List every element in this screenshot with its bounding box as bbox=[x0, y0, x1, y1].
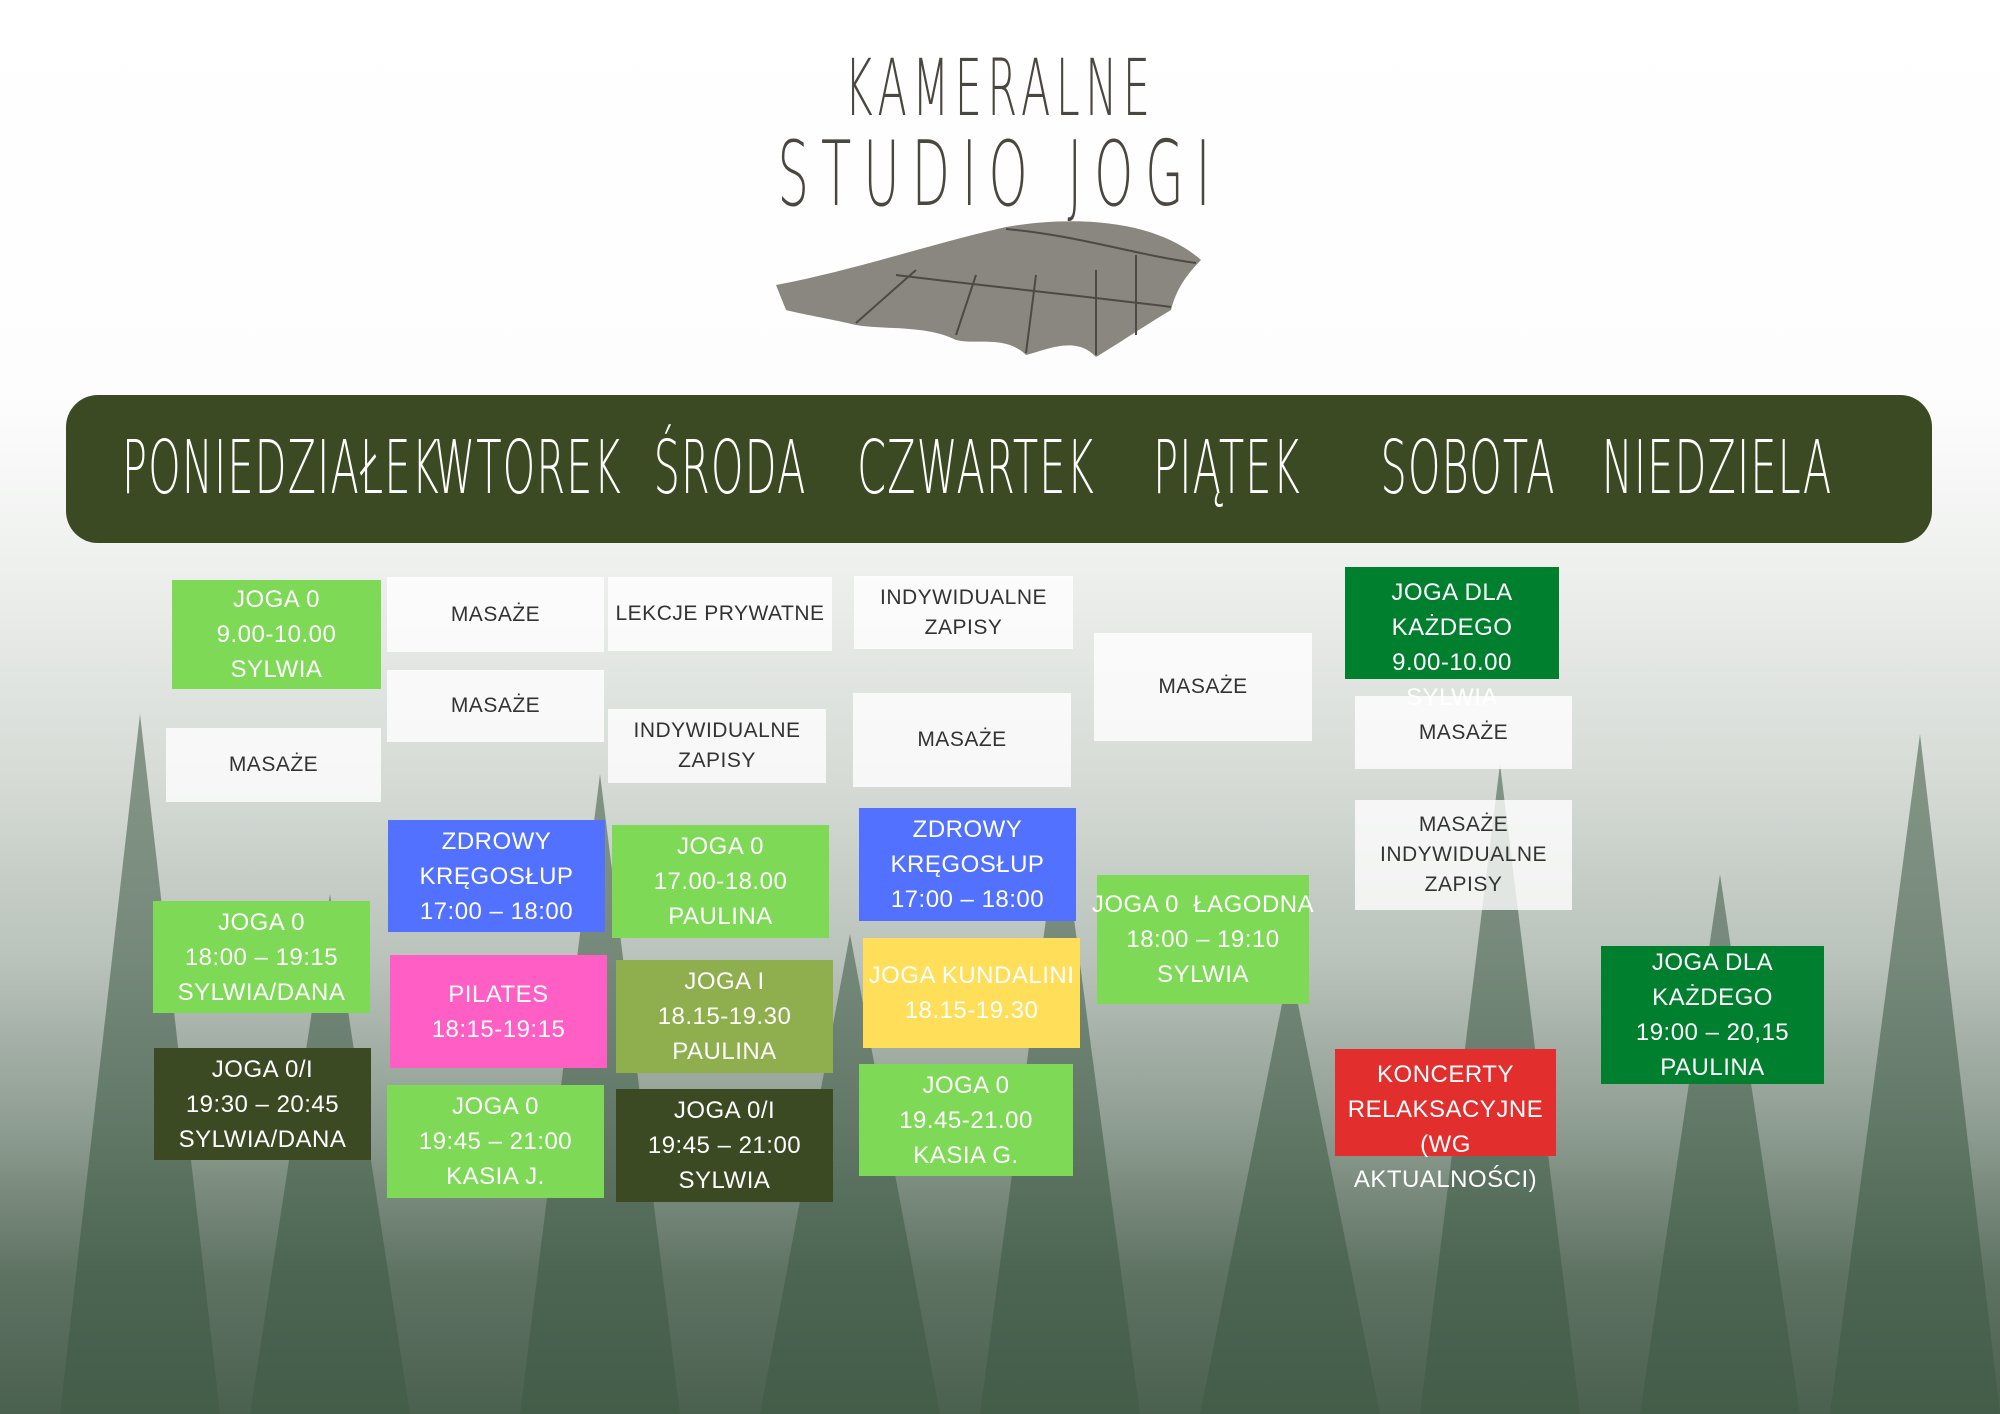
class-block: JOGA 0 9.00-10.00 SYLWIA bbox=[172, 580, 381, 689]
logo-title-line1: KAMERALNE bbox=[844, 44, 1156, 134]
class-block: MASAŻE bbox=[1094, 633, 1312, 741]
class-block: MASAŻE INDYWIDUALNE ZAPISY bbox=[1355, 800, 1572, 910]
class-block: MASAŻE bbox=[853, 693, 1071, 787]
day-tuesday: WTOREK bbox=[434, 425, 622, 511]
class-block: ZDROWY KRĘGOSŁUP 17:00 – 18:00 bbox=[859, 808, 1076, 921]
day-monday: PONIEDZIAŁEK bbox=[122, 425, 440, 511]
class-block: MASAŻE bbox=[387, 670, 604, 742]
day-sunday: NIEDZIELA bbox=[1601, 425, 1833, 511]
class-block: ZDROWY KRĘGOSŁUP 17:00 – 18:00 bbox=[388, 820, 605, 932]
class-block: JOGA I 18.15-19.30 PAULINA bbox=[616, 960, 833, 1073]
class-block: JOGA 0/I 19:30 – 20:45 SYLWIA/DANA bbox=[154, 1048, 371, 1160]
wing-logo-icon bbox=[776, 221, 1201, 357]
class-block: JOGA 0 18:00 – 19:15 SYLWIA/DANA bbox=[153, 901, 370, 1013]
class-block: JOGA DLA KAŻDEGO 9.00-10.00 SYLWIA bbox=[1345, 567, 1559, 711]
logo-title-line2: STUDIO JOGI bbox=[777, 122, 1223, 227]
class-block: INDYWIDUALNE ZAPISY bbox=[608, 709, 826, 783]
class-block: MASAŻE bbox=[387, 577, 604, 652]
weekday-header-bar bbox=[66, 395, 1932, 543]
class-block: JOGA 0 19.45-21.00 KASIA G. bbox=[859, 1064, 1073, 1176]
class-block: KONCERTY RELAKSACYJNE (WG AKTUALNOŚCI) bbox=[1335, 1049, 1556, 1193]
class-block: MASAŻE bbox=[166, 728, 381, 802]
day-saturday: SOBOTA bbox=[1380, 425, 1556, 511]
class-block: LEKCJE PRYWATNE bbox=[608, 577, 832, 651]
class-block: JOGA 0 19:45 – 21:00 KASIA J. bbox=[387, 1085, 604, 1198]
class-block: PILATES 18:15-19:15 bbox=[390, 955, 607, 1068]
day-friday: PIĄTEK bbox=[1153, 425, 1301, 511]
class-block: JOGA DLA KAŻDEGO 19:00 – 20,15 PAULINA bbox=[1601, 946, 1824, 1084]
class-block: JOGA 0/I 19:45 – 21:00 SYLWIA bbox=[616, 1089, 833, 1202]
class-block: MASAŻE bbox=[1355, 696, 1572, 769]
class-block: JOGA KUNDALINI 18.15-19.30 bbox=[863, 938, 1080, 1048]
class-block: JOGA 0 ŁAGODNA 18:00 – 19:10 SYLWIA bbox=[1092, 875, 1314, 1004]
class-block: INDYWIDUALNE ZAPISY bbox=[854, 576, 1073, 649]
day-thursday: CZWARTEK bbox=[857, 425, 1095, 511]
day-wednesday: ŚRODA bbox=[653, 425, 807, 511]
class-block: JOGA 0 17.00-18.00 PAULINA bbox=[612, 825, 829, 938]
